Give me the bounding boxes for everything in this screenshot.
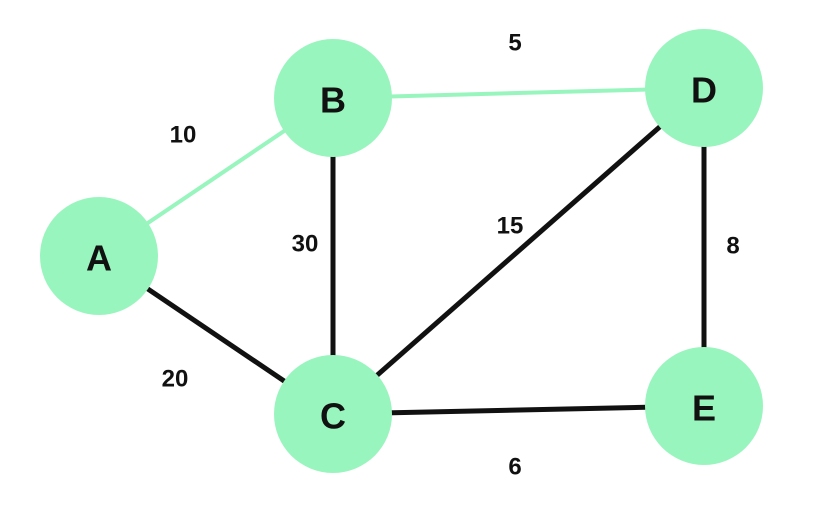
node-circle-d xyxy=(645,29,763,147)
node-b: B xyxy=(274,39,392,157)
edge-weight-a-c: 20 xyxy=(162,366,189,393)
edge-weight-b-c: 30 xyxy=(292,231,319,258)
node-circle-e xyxy=(645,347,763,465)
edge-b-d xyxy=(332,86,705,100)
edge-weight-a-b: 10 xyxy=(170,122,197,149)
node-d: D xyxy=(645,29,763,147)
node-label-b: B xyxy=(320,80,346,121)
node-a: A xyxy=(40,197,158,315)
node-label-e: E xyxy=(692,388,716,429)
node-circle-a xyxy=(40,197,158,315)
edge-c-d xyxy=(331,86,706,416)
edge-weight-d-e: 8 xyxy=(726,233,739,260)
edge-c-e xyxy=(332,403,705,417)
edge-weight-b-d: 5 xyxy=(508,30,521,57)
nodes-layer: A B C D E xyxy=(40,29,763,473)
node-label-c: C xyxy=(320,396,346,437)
edge-weights-layer: 10 20 30 5 15 6 8 xyxy=(162,30,740,481)
node-circle-b xyxy=(274,39,392,157)
node-label-a: A xyxy=(86,238,112,279)
edge-weight-c-d: 15 xyxy=(497,213,524,240)
edge-weight-c-e: 6 xyxy=(508,454,521,481)
node-c: C xyxy=(274,355,392,473)
node-e: E xyxy=(645,347,763,465)
node-circle-c xyxy=(274,355,392,473)
node-label-d: D xyxy=(691,70,717,111)
